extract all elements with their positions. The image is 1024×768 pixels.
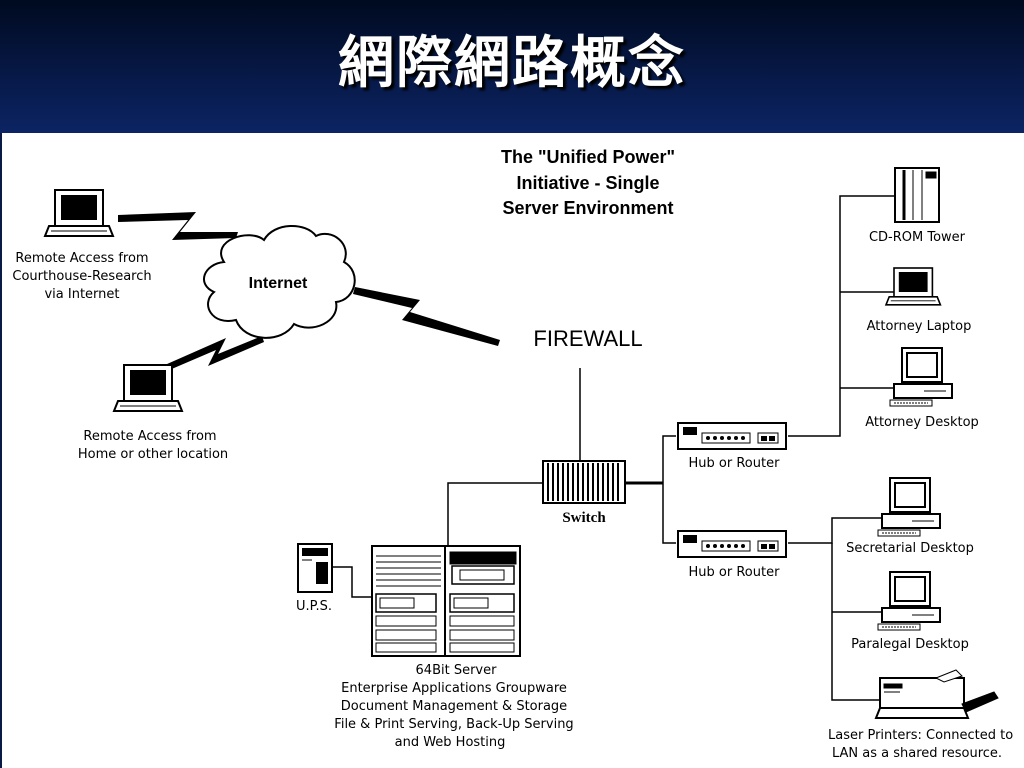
printer-label-line-1: Laser Printers: Connected to (828, 728, 1013, 743)
slide-title: 網際網路概念 (338, 31, 686, 96)
hub-router-top: Hub or Router (677, 422, 787, 471)
remote-courthouse-line-1: Remote Access from (15, 251, 148, 266)
server-caption-line-3: Document Management & Storage (341, 699, 567, 714)
printer-label-line-2: LAN as a shared resource. (832, 746, 1002, 761)
slide-header: 網際網路概念 (0, 0, 1024, 133)
diagram-panel (2, 133, 1024, 768)
internet-label: Internet (249, 275, 308, 292)
cdrom-label: CD-ROM Tower (869, 230, 966, 245)
heading-line-2: Initiative - Single (516, 173, 659, 193)
internet-cloud: Internet (202, 224, 356, 339)
server-caption-line-1: 64Bit Server (416, 663, 498, 678)
server-caption-line-2: Enterprise Applications Groupware (341, 681, 567, 696)
remote-courthouse-line-2: Courthouse-Research (12, 269, 151, 284)
server-caption-line-5: and Web Hosting (395, 735, 506, 750)
heading-line-1: The "Unified Power" (501, 147, 675, 167)
ups-unit: U.P.S. (296, 543, 333, 614)
server-caption: 64Bit Server Enterprise Applications Gro… (334, 663, 573, 750)
cdrom-tower: CD-ROM Tower (869, 167, 966, 245)
hub-bottom-label: Hub or Router (689, 565, 781, 580)
paralegal-desktop: Paralegal Desktop (851, 571, 969, 652)
bolt-firewall (353, 287, 500, 346)
hub-top-label: Hub or Router (689, 456, 781, 471)
attorney-laptop-label: Attorney Laptop (867, 319, 972, 334)
hub-router-bottom: Hub or Router (677, 530, 787, 580)
remote-courthouse-line-3: via Internet (44, 287, 119, 302)
secretarial-label: Secretarial Desktop (846, 541, 974, 556)
attorney-desktop: Attorney Desktop (865, 347, 979, 430)
switch: Switch (542, 460, 626, 526)
diagram-heading: The "Unified Power" Initiative - Single … (501, 147, 675, 218)
server-rack (371, 545, 521, 657)
laser-printer: Laser Printers: Connected to LAN as a sh… (828, 669, 1013, 761)
paralegal-label: Paralegal Desktop (851, 637, 969, 652)
remote-home-line-1: Remote Access from (83, 429, 216, 444)
connection-lines (333, 195, 895, 701)
switch-label: Switch (562, 510, 606, 526)
remote-laptop-courthouse: Remote Access from Courthouse-Research v… (12, 189, 152, 302)
attorney-desktop-label: Attorney Desktop (865, 415, 979, 430)
attorney-laptop: Attorney Laptop (867, 267, 972, 334)
bolt-home (158, 336, 264, 374)
bolt-courthouse (118, 212, 238, 240)
secretarial-desktop: Secretarial Desktop (846, 477, 974, 556)
firewall-label: FIREWALL (533, 326, 642, 351)
server-caption-line-4: File & Print Serving, Back-Up Serving (334, 717, 573, 732)
remote-laptop-home: Remote Access from Home or other locatio… (78, 364, 228, 462)
remote-home-line-2: Home or other location (78, 447, 228, 462)
ups-label: U.P.S. (296, 599, 332, 614)
heading-line-3: Server Environment (502, 198, 673, 218)
